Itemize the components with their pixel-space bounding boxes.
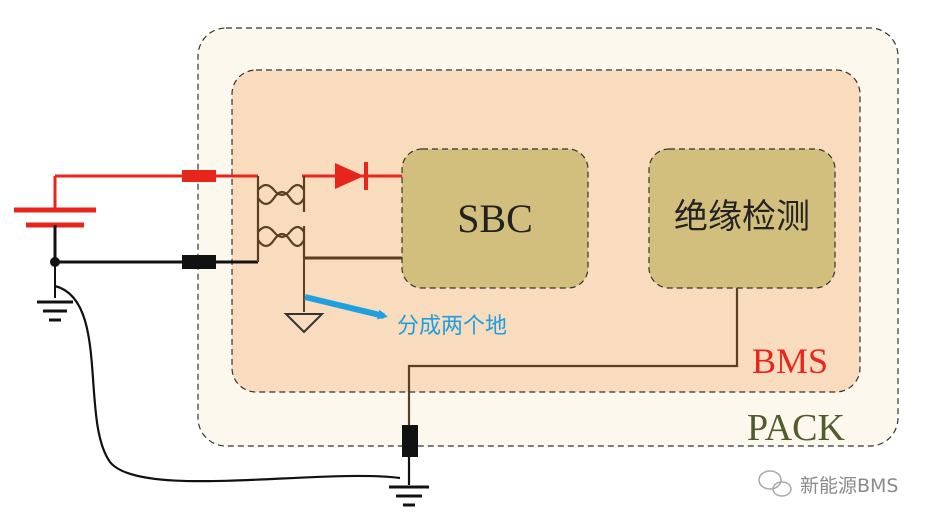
- insulation-ground-wire: [402, 288, 739, 485]
- sbc-ground-wire: [303, 256, 402, 312]
- annotation-arrow-icon: [304, 294, 388, 320]
- negative-connector: [182, 255, 216, 269]
- insulation-detection-module: [648, 148, 836, 289]
- insulation-detection-label: 绝缘检测: [674, 198, 810, 236]
- annotation-text: 分成两个地: [397, 314, 507, 339]
- bms-ground-icon: [283, 313, 325, 334]
- pack-label: PACK: [747, 407, 845, 449]
- transformer-icon: [256, 176, 306, 262]
- positive-connector: [182, 170, 216, 182]
- battery-icon: [14, 176, 96, 262]
- diode-icon: [335, 162, 368, 190]
- ground-link-wire: [54, 284, 401, 483]
- sbc-label: SBC: [457, 196, 533, 241]
- ground-connector: [402, 425, 418, 457]
- chassis-ground-icon: [389, 485, 429, 507]
- wechat-icon: [758, 470, 792, 497]
- bms-label: BMS: [752, 341, 828, 381]
- watermark-text: 新能源BMS: [800, 475, 899, 497]
- battery-ground-icon: [37, 262, 73, 322]
- sbc-module: [401, 148, 589, 289]
